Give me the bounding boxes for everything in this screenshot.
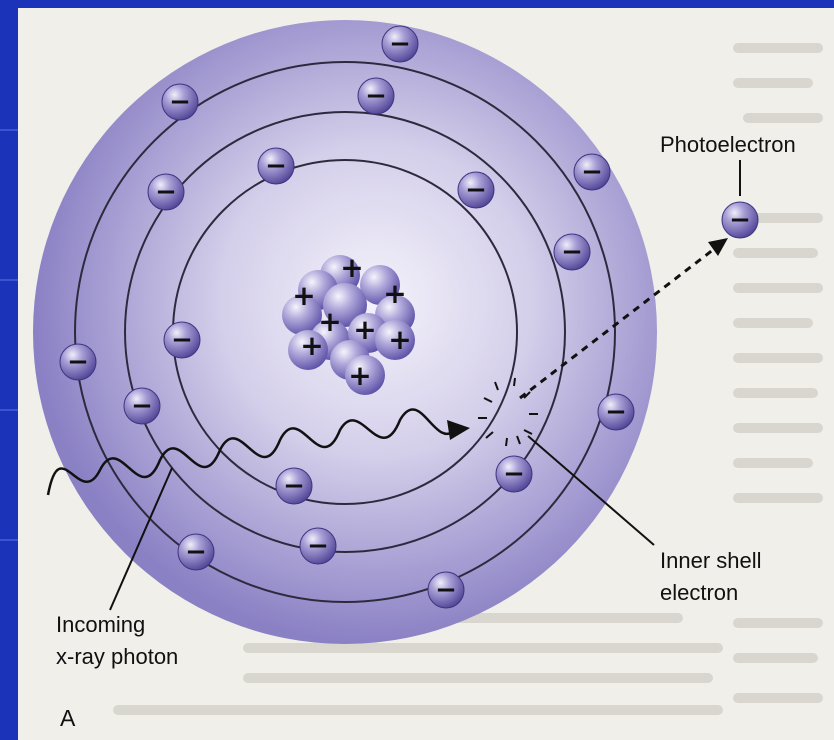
photoelectron-arrowhead: [708, 238, 728, 256]
incoming-label-line2: x-ray photon: [56, 644, 178, 670]
electron-minus-sign: −: [389, 29, 411, 59]
electron-minus-sign: −: [365, 81, 387, 111]
incoming-photon-label: Incoming x-ray photon: [56, 612, 178, 670]
proton-plus-sign: +: [383, 277, 406, 310]
electron-minus-sign: −: [131, 391, 153, 421]
incoming-label-line1: Incoming: [56, 612, 178, 638]
electron-minus-sign: −: [465, 175, 487, 205]
electron-minus-sign: −: [169, 87, 191, 117]
electron: −: [574, 154, 610, 190]
electron: −: [178, 534, 214, 570]
electron: −: [598, 394, 634, 430]
electron-minus-sign: −: [283, 471, 305, 501]
proton-plus-sign: +: [292, 279, 315, 312]
proton-plus-sign: +: [353, 313, 376, 346]
electron: −: [358, 78, 394, 114]
proton-plus-sign: +: [388, 323, 411, 356]
electron: −: [458, 172, 494, 208]
electron-minus-sign: −: [307, 531, 329, 561]
electron: −: [428, 572, 464, 608]
photoelectron-label: Photoelectron: [660, 132, 796, 158]
electron-minus-sign: −: [729, 205, 751, 235]
electron-minus-sign: −: [67, 347, 89, 377]
electron: −: [124, 388, 160, 424]
electron-minus-sign: −: [605, 397, 627, 427]
inner-shell-label-line2: electron: [660, 580, 762, 606]
inner-shell-electron-label: Inner shell electron: [660, 548, 762, 606]
electron: −: [496, 456, 532, 492]
electron-minus-sign: −: [581, 157, 603, 187]
panel-letter: A: [60, 705, 75, 731]
electron: −: [258, 148, 294, 184]
inner-shell-label-line1: Inner shell: [660, 548, 762, 574]
electron: −: [276, 468, 312, 504]
electron-minus-sign: −: [265, 151, 287, 181]
proton-plus-sign: +: [348, 359, 371, 392]
proton-plus-sign: +: [300, 329, 323, 362]
electron-minus-sign: −: [155, 177, 177, 207]
proton-plus-sign: +: [340, 251, 363, 284]
electron: −: [148, 174, 184, 210]
electron-minus-sign: −: [171, 325, 193, 355]
electron-minus-sign: −: [561, 237, 583, 267]
electron-minus-sign: −: [185, 537, 207, 567]
electron-minus-sign: −: [435, 575, 457, 605]
electron-minus-sign: −: [503, 459, 525, 489]
electron: −: [382, 26, 418, 62]
electron: −: [162, 84, 198, 120]
electron: −: [300, 528, 336, 564]
electron: −: [554, 234, 590, 270]
electron: −: [60, 344, 96, 380]
electron: −: [164, 322, 200, 358]
photoelectron: −: [722, 202, 758, 238]
